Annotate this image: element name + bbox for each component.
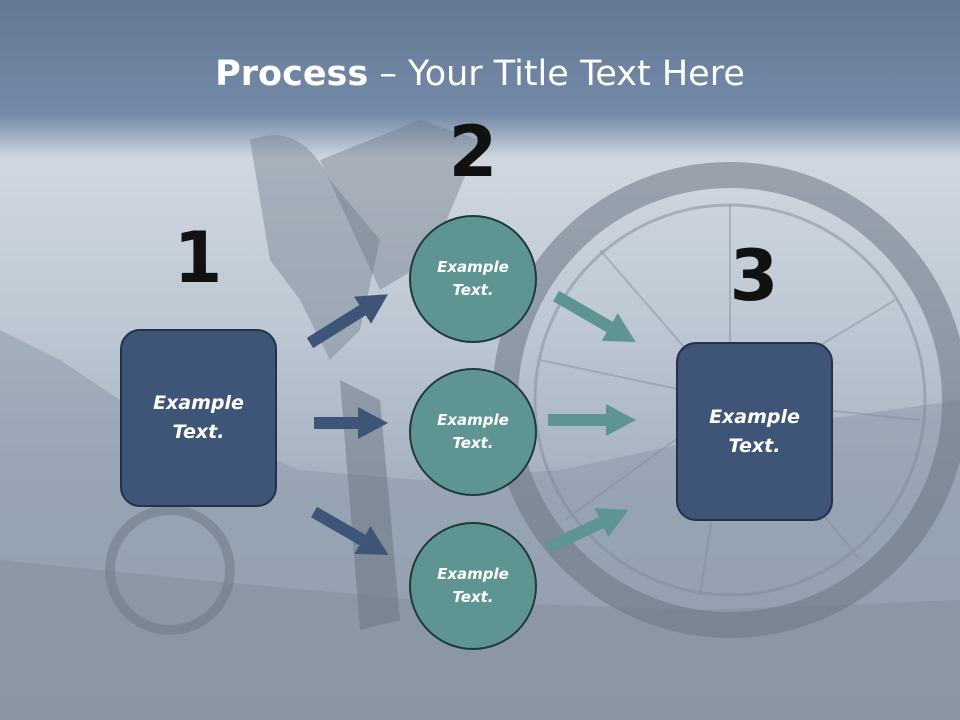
step-3-number: 3: [729, 235, 779, 317]
step-2-number: 2: [448, 111, 498, 193]
step-2-circle-middle: Example Text.: [409, 368, 537, 496]
right-arrows: [544, 290, 636, 554]
title-bold: Process: [215, 54, 369, 94]
step-2-circle-top: Example Text.: [409, 215, 537, 343]
arrow-to-bottom: [311, 506, 389, 555]
step-2-item-3: Example Text.: [437, 565, 509, 606]
step-1-box: Example Text.: [120, 329, 277, 507]
slide-title: Process – Your Title Text Here: [0, 52, 960, 96]
step-1-label: Example Text.: [153, 392, 244, 443]
step-3-label: Example Text.: [709, 405, 800, 457]
arrow-from-bottom: [544, 508, 629, 554]
step-3-box: Example Text.: [676, 342, 833, 521]
step-2-item-1: Example Text.: [437, 258, 509, 299]
step-2-item-2: Example Text.: [437, 411, 509, 452]
step-1-number: 1: [173, 217, 223, 299]
arrow-to-top: [306, 294, 389, 349]
arrow-to-middle: [314, 407, 388, 439]
left-arrows: [306, 294, 389, 555]
arrow-from-middle: [548, 404, 636, 436]
step-2-circle-bottom: Example Text.: [409, 522, 537, 650]
arrow-from-top: [553, 290, 636, 342]
title-rest: – Your Title Text Here: [368, 54, 745, 94]
